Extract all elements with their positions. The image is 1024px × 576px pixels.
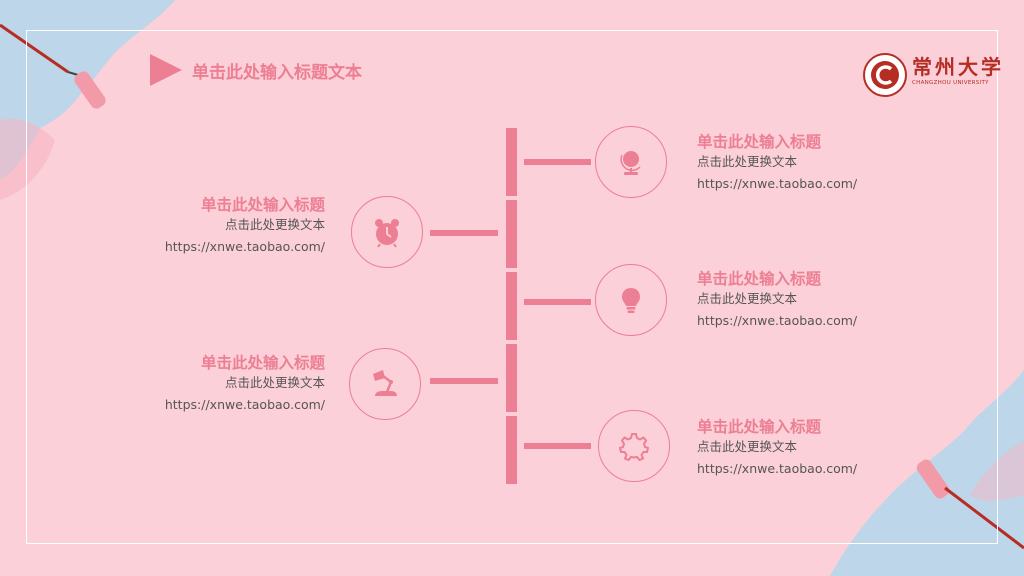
university-name: 常州大学 [912,55,1004,79]
timeline-segment [506,200,517,268]
connector-line [430,230,498,236]
timeline-segment [506,272,517,340]
connector-line [524,443,591,449]
gear-icon [619,433,649,461]
item-title[interactable]: 单击此处输入标题 [697,133,822,151]
icon-circle [595,264,667,336]
connector-line [430,378,498,384]
item-subtitle[interactable]: 点击此处更换文本 [697,154,798,169]
item-title[interactable]: 单击此处输入标题 [697,270,822,288]
university-logo: 常州大学 CHANGZHOU UNIVERSITY [860,50,1001,100]
item-url[interactable]: https://xnwe.taobao.com/ [697,461,858,476]
item-subtitle[interactable]: 点击此处更换文本 [697,439,798,454]
feature-item: 单击此处输入标题 点击此处更换文本 https://xnwe.taobao.co… [697,269,927,329]
icon-circle [351,196,423,268]
icon-circle [595,126,667,198]
item-title[interactable]: 单击此处输入标题 [200,354,325,372]
title-arrow-icon [150,54,182,86]
feature-item: 单击此处输入标题 点击此处更换文本 https://xnwe.taobao.co… [697,132,927,192]
item-url[interactable]: https://xnwe.taobao.com/ [164,397,325,412]
item-subtitle[interactable]: 点击此处更换文本 [224,375,325,390]
item-title[interactable]: 单击此处输入标题 [200,196,325,214]
globe-icon [620,151,641,175]
feature-item: 单击此处输入标题 点击此处更换文本 https://xnwe.taobao.co… [95,353,325,413]
icon-circle [598,410,670,482]
slide-frame [26,30,998,544]
connector-line [524,159,591,165]
university-seal-icon [863,53,907,97]
timeline-segment [506,128,517,196]
slide-title[interactable]: 单击此处输入标题文本 [192,63,362,83]
item-url[interactable]: https://xnwe.taobao.com/ [164,239,325,254]
timeline-segment [506,416,517,484]
item-url[interactable]: https://xnwe.taobao.com/ [697,313,858,328]
item-subtitle[interactable]: 点击此处更换文本 [224,217,325,232]
lightbulb-icon [622,288,640,313]
alarm-clock-icon [375,219,399,248]
item-subtitle[interactable]: 点击此处更换文本 [697,291,798,306]
timeline-segment [506,344,517,412]
feature-item: 单击此处输入标题 点击此处更换文本 https://xnwe.taobao.co… [697,417,927,477]
item-url[interactable]: https://xnwe.taobao.com/ [697,176,858,191]
icon-circle [349,348,421,420]
desk-lamp-icon [373,370,397,396]
university-name-en: CHANGZHOU UNIVERSITY [912,80,989,86]
connector-line [524,299,591,305]
item-title[interactable]: 单击此处输入标题 [697,418,822,436]
feature-item: 单击此处输入标题 点击此处更换文本 https://xnwe.taobao.co… [95,195,325,255]
